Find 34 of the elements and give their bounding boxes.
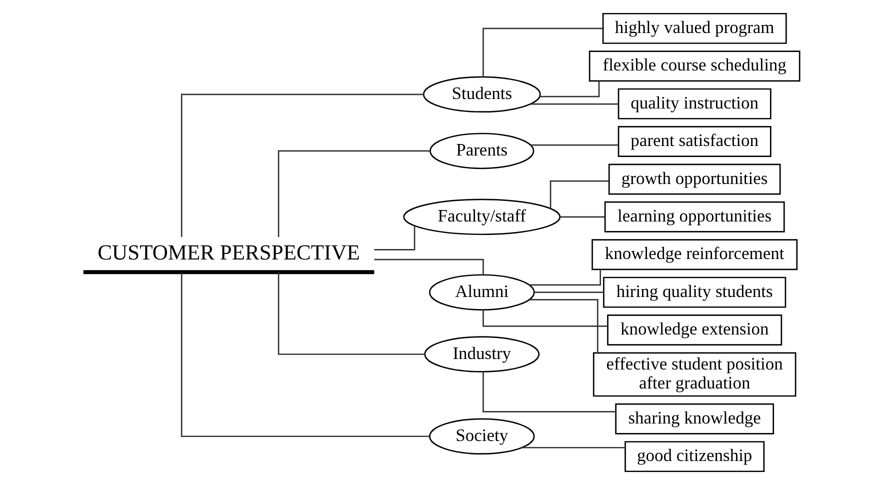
node-ellipse: Society (428, 418, 534, 454)
node-box: sharing knowledge (614, 403, 774, 434)
node-box: hiring quality students (602, 276, 786, 308)
connector (520, 446, 625, 448)
node-box: knowledge extension (606, 314, 782, 346)
connector (180, 94, 424, 237)
connector (560, 216, 604, 218)
connector (530, 103, 618, 105)
node-box: parent satisfaction (617, 126, 771, 157)
node-ellipse: Faculty/staff (402, 198, 560, 236)
connector (180, 272, 429, 438)
connector (277, 150, 430, 238)
node-ellipse: Industry (424, 336, 540, 372)
node-box: learning opportunities (604, 201, 784, 232)
connector (482, 372, 615, 412)
connector (530, 144, 618, 146)
connector (374, 226, 415, 250)
connector (529, 299, 598, 353)
node-box: growth opportunities (608, 164, 780, 195)
node-box: highly valued program (602, 12, 786, 44)
connector (549, 180, 608, 209)
connector (482, 28, 602, 78)
node-ellipse: Alumni (428, 274, 534, 310)
node-box: knowledge reinforcement (591, 239, 798, 270)
node-ellipse: Parents (429, 132, 534, 170)
connector (534, 292, 604, 293)
node-box: effective student position after graduation (592, 352, 796, 397)
node-box: flexible course scheduling (588, 50, 800, 82)
node-box: quality instruction (617, 88, 771, 120)
node-ellipse: Students (422, 76, 540, 113)
node-text: CUSTOMER PERSPECTIVE (97, 240, 360, 265)
connector (277, 272, 424, 355)
connector (482, 310, 607, 327)
node-box: good citizenship (624, 441, 764, 472)
